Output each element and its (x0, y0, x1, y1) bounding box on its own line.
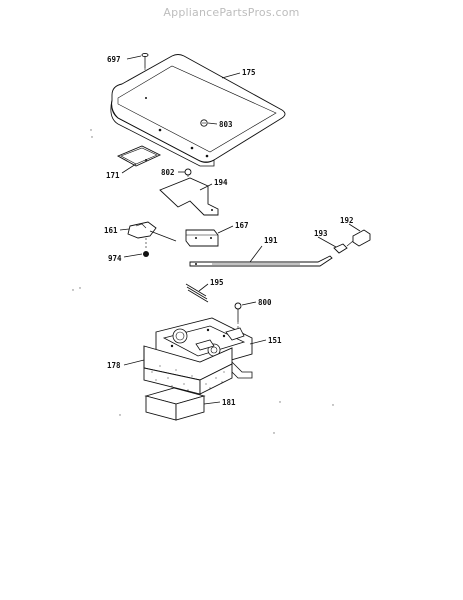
plate-171 (116, 145, 162, 167)
callout-191: 191 (264, 236, 278, 245)
callout-167: 167 (235, 221, 249, 230)
connector-193 (333, 243, 348, 254)
callout-171: 171 (106, 171, 120, 180)
nut-974 (143, 251, 149, 257)
watermark: AppliancePartsPros.com (163, 6, 300, 19)
callout-802: 802 (161, 168, 175, 177)
callout-193: 193 (314, 229, 328, 238)
callout-194: 194 (214, 178, 228, 187)
knob-192 (346, 229, 371, 247)
callout-181: 181 (222, 398, 236, 407)
bracket-194 (159, 177, 219, 216)
callout-192: 192 (340, 216, 354, 225)
screw-800 (234, 302, 242, 332)
callout-803: 803 (219, 120, 233, 129)
bracket-167 (185, 229, 219, 247)
callout-697: 697 (107, 55, 121, 64)
cover-175 (110, 54, 286, 167)
rod-191 (189, 255, 333, 267)
switch-161 (127, 221, 177, 248)
callout-195: 195 (210, 278, 224, 287)
leader-lines (119, 55, 361, 405)
callout-974: 974 (108, 254, 122, 263)
screw-803 (200, 119, 208, 127)
block-181 (144, 387, 206, 421)
callout-178: 178 (107, 361, 121, 370)
block-178 (143, 345, 233, 395)
callout-151: 151 (268, 336, 282, 345)
stray-marks (72, 129, 334, 434)
strip-195 (185, 283, 209, 303)
callout-161: 161 (104, 226, 118, 235)
callout-175: 175 (242, 68, 256, 77)
callout-800: 800 (258, 298, 272, 307)
